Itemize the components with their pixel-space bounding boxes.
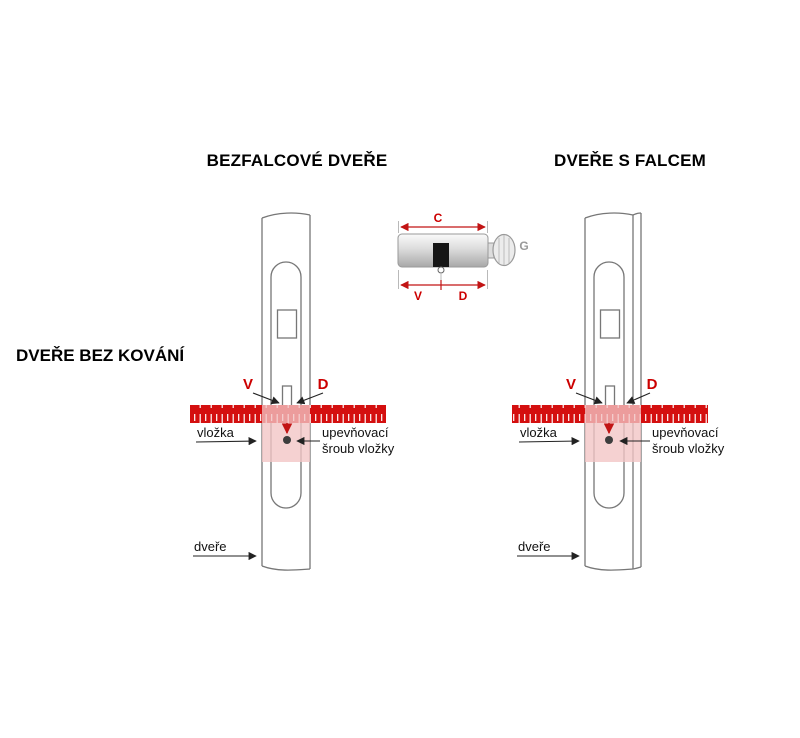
cylinder-dim-c-label: C: [433, 211, 443, 225]
dvere-label-right: dveře: [518, 539, 551, 554]
cylinder-knob: [487, 233, 516, 267]
dvere-label-left: dveře: [194, 539, 227, 554]
title-left: BEZFALCOVÉ DVEŘE: [206, 151, 388, 170]
d-leader-right: [626, 392, 651, 404]
screw-label-right-line2: šroub vložky: [652, 441, 725, 456]
door-left-outline: [261, 212, 311, 219]
screw-label-left-line2: šroub vložky: [322, 441, 395, 456]
door-left-diagram: [261, 212, 311, 571]
door-left-faceplate: [270, 261, 302, 509]
screw-right: [605, 436, 613, 444]
cylinder-diagram: [397, 221, 516, 290]
d-leader-left: [296, 392, 324, 405]
vlozka-label-left: vložka: [197, 425, 234, 440]
pink-zone-right: [585, 405, 641, 462]
leader-arrows-right: [517, 392, 651, 561]
door-left-latch: [276, 309, 298, 339]
measure-d-left: D: [317, 376, 329, 393]
cylinder-dim-v-label: V: [413, 289, 422, 303]
leader-arrows-left: [193, 392, 324, 561]
v-leader-left: [252, 392, 280, 405]
measure-d-right: D: [646, 376, 658, 393]
measure-v-right: V: [565, 376, 576, 393]
v-leader-right: [575, 392, 603, 405]
door-right-faceplate: [593, 261, 625, 509]
door-left-cylinder-slot: [281, 385, 293, 409]
screw-label-left: upevňovací šroub vložky: [322, 425, 394, 457]
door-right-latch: [599, 309, 621, 339]
vlozka-label-right: vložka: [520, 425, 557, 440]
cylinder-screw-hole: [437, 266, 445, 274]
vlozka-arrow-right: [518, 436, 580, 446]
vlozka-arrow-left: [195, 436, 257, 446]
measure-v-left: V: [242, 376, 253, 393]
screw-label-right: upevňovací šroub vložky: [652, 425, 724, 457]
screw-label-left-line1: upevňovací: [322, 425, 389, 440]
title-right: DVEŘE S FALCEM: [553, 151, 707, 170]
door-right-diagram: [584, 212, 642, 571]
screw-left: [283, 436, 291, 444]
cylinder-cam: [433, 243, 449, 267]
pink-zone-left: [262, 405, 310, 462]
door-right-cylinder-slot: [604, 385, 616, 409]
cylinder-dim-d-label: D: [458, 289, 468, 303]
door-right-outline: [584, 212, 634, 219]
side-label-doors-without-hardware: DVEŘE BEZ KOVÁNÍ: [16, 346, 185, 365]
cylinder-knob-g-label: G: [519, 239, 529, 253]
screw-label-right-line1: upevňovací: [652, 425, 719, 440]
